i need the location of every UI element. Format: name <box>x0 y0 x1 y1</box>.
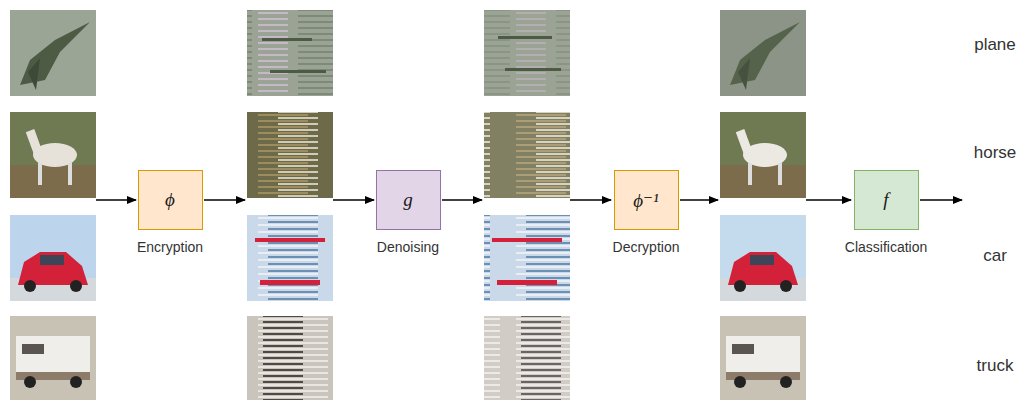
decrypted-images <box>720 10 806 400</box>
encryption-box: ϕEncryption <box>138 170 203 230</box>
encrypted-images <box>247 10 333 400</box>
symbol-text: ϕ <box>165 189 175 211</box>
denoised-images <box>484 10 570 400</box>
caption-label: Decryption <box>613 239 680 255</box>
caption-label: Encryption <box>137 239 203 255</box>
classification-box: fClassification <box>854 170 919 230</box>
caption-label: Classification <box>845 239 927 255</box>
class-label: plane <box>974 35 1016 55</box>
caption-label: Denoising <box>377 239 439 255</box>
symbol-text: g <box>403 189 413 211</box>
class-label: horse <box>974 143 1017 163</box>
symbol-text: f <box>883 189 888 211</box>
input-images <box>10 10 96 400</box>
class-label: car <box>983 246 1007 266</box>
denoising-box: gDenoising <box>376 170 441 230</box>
symbol-text: ϕ⁻¹ <box>633 189 659 212</box>
flow-arrows <box>96 199 962 201</box>
decryption-box: ϕ⁻¹Decryption <box>614 170 679 230</box>
class-label: truck <box>977 356 1014 376</box>
